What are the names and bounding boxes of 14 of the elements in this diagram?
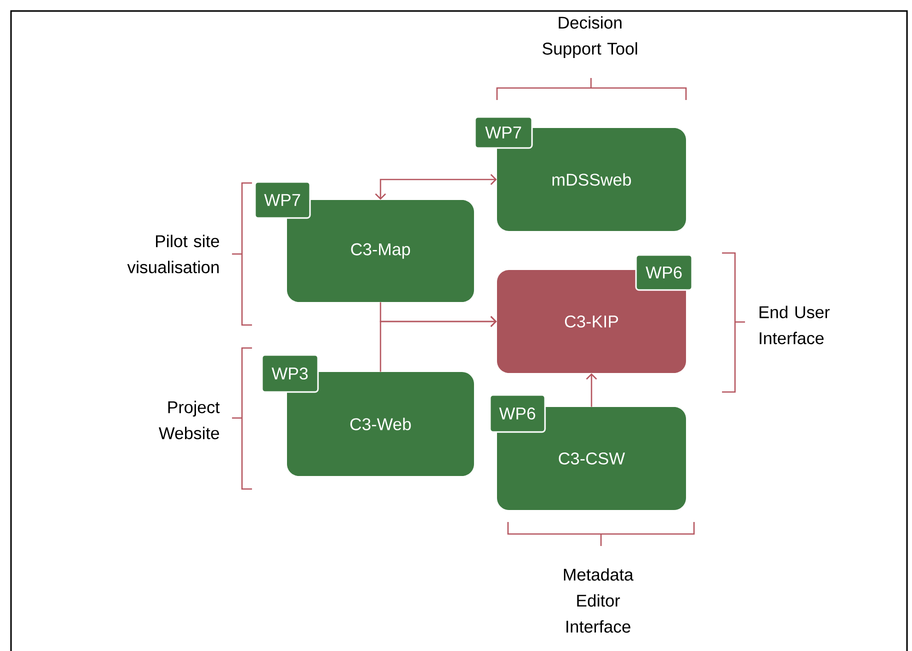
component-box: C3-Web WP3 [261,354,474,476]
arrow [380,316,497,372]
arrow [375,174,497,200]
component-box: mDSSweb WP7 [474,116,686,231]
bracket-label: Metadata Editor Interface [564,568,634,633]
arrow [586,373,597,407]
bracket-label: Decision Support Tool [542,16,638,58]
bracket-label: Project Website [158,400,220,440]
bracket-label: Pilot site visualisation [127,234,220,274]
component-box: C3-CSW WP6 [489,394,686,510]
component-box: C3-Map WP7 [254,181,474,302]
component-box: C3-KIP WP6 [497,254,693,373]
bracket-label: End User Interface [760,306,830,344]
node-label: WP7 [264,194,300,206]
